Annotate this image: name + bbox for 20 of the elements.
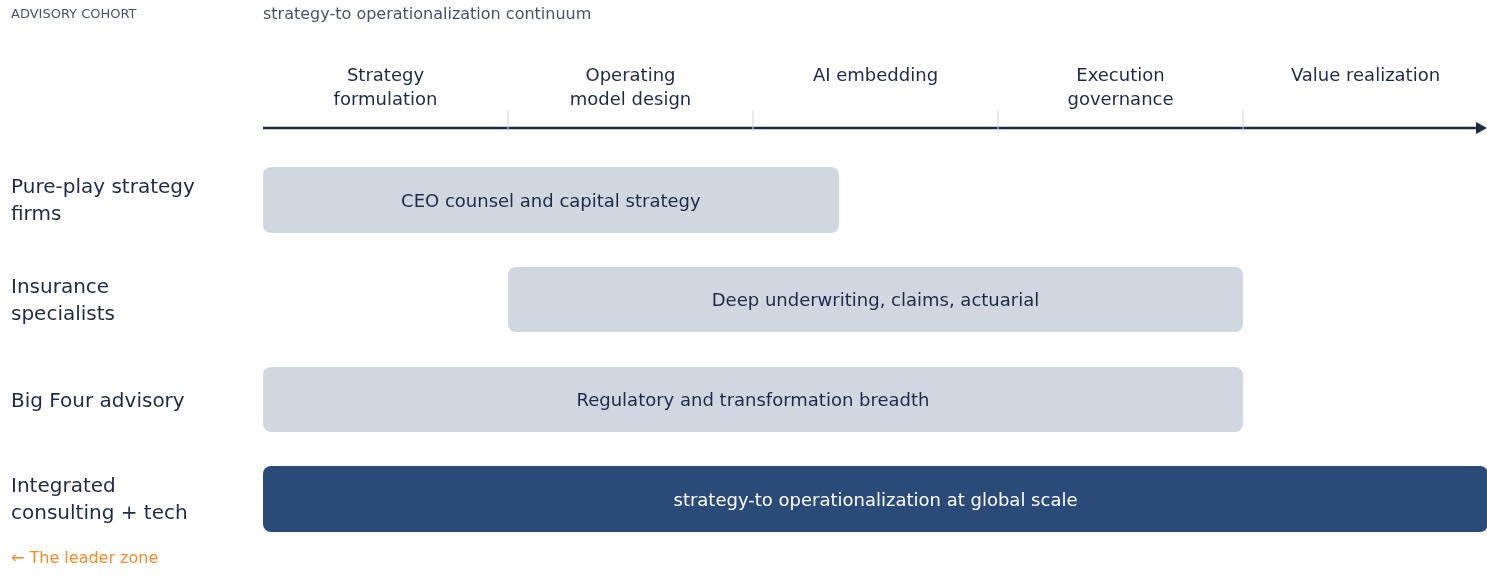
bar-label: Regulatory and transformation breadth — [576, 389, 930, 410]
coverage-bar — [508, 267, 1243, 332]
stage-label: Execution governance — [1066, 63, 1175, 111]
bar-label: Deep underwriting, claims, actuarial — [711, 289, 1040, 310]
bar-label: strategy-to operationalization at global scale — [673, 488, 1078, 510]
stage-label: AI embedding — [811, 63, 940, 87]
cohort-label: Integrated consulting + tech — [11, 472, 189, 526]
leader-zone-note: ← The leader zone — [11, 548, 159, 567]
bar-label: CEO counsel and capital strategy — [401, 189, 701, 211]
coverage-bar — [263, 167, 839, 233]
coverage-bar — [263, 367, 1243, 432]
cohort-header: ADVISORY COHORT — [11, 6, 137, 21]
coverage-bar — [263, 466, 1487, 532]
stage-label: Operating model design — [568, 63, 693, 111]
stage-label: Strategy formulation — [332, 63, 439, 111]
cohort-label: Pure-play strategy firms — [11, 173, 196, 227]
cohort-label: Big Four advisory — [11, 386, 186, 413]
stage-label: Value realization — [1290, 63, 1441, 87]
axis-title: strategy-to operationalization continuum — [263, 4, 592, 23]
cohort-label: Insurance specialists — [11, 272, 117, 327]
